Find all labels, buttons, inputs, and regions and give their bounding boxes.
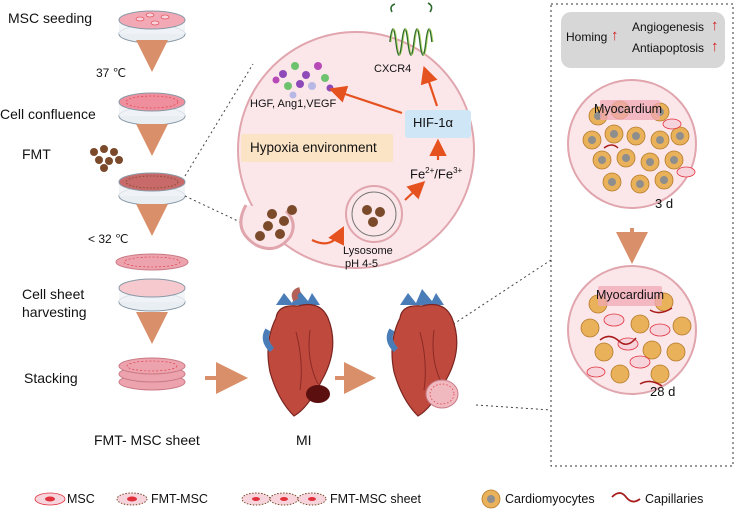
right-panel-frame [550, 3, 734, 467]
heart-treated [386, 289, 459, 417]
legend-msc-label: MSC [67, 492, 95, 506]
label-mi: MI [296, 432, 312, 448]
tissue-circle-early [567, 79, 697, 209]
zoom-lines [184, 63, 254, 223]
lysosome [345, 185, 403, 243]
label-stacking: Stacking [24, 370, 78, 386]
zoom-lines-right [448, 259, 552, 411]
effects-box [561, 12, 725, 68]
legend-fmt-msc-label: FMT-MSC [151, 492, 208, 506]
dish-seeding [118, 10, 186, 44]
tissue-circle-late [567, 265, 697, 395]
label-temp-32: < 32 ℃ [88, 232, 129, 246]
label-cell-confluence: Cell confluence [0, 106, 96, 122]
label-ph: pH 4-5 [345, 258, 379, 270]
label-factors: HGF, Ang1,VEGF [250, 98, 337, 110]
hypoxia-box [241, 134, 393, 162]
stacked-sheets [118, 357, 186, 391]
label-hif: HIF-1α [413, 115, 454, 130]
legend-capillaries-label: Capillaries [645, 492, 704, 506]
label-antiapoptosis: Antiapoptosis [632, 41, 705, 55]
label-msc-seeding: MSC seeding [8, 10, 93, 26]
label-day-28: 28 d [650, 384, 676, 399]
homing-up-arrow-icon: ↑ [611, 27, 619, 44]
label-cxcr4: CXCR4 [374, 63, 412, 75]
dish-harvest [118, 278, 186, 312]
label-myocardium-late: Myocardium [596, 288, 665, 302]
label-temp-37: 37 ℃ [96, 66, 127, 80]
dish-fmt [118, 172, 186, 206]
cell-sheet [115, 253, 189, 271]
step-arrows [136, 40, 376, 394]
fmt-nanoparticles [90, 145, 123, 172]
endocytosis-pit [239, 204, 297, 251]
heart-mi [262, 287, 334, 417]
legend-sheet-icon [241, 492, 327, 506]
label-day-3: 3 d [655, 196, 674, 211]
label-myocardium-early: Myocardium [594, 102, 663, 116]
pathway-arrows [311, 65, 447, 246]
label-lysosome: Lysosome [343, 245, 393, 257]
legend-cardiomyocytes-label: Cardiomyocytes [505, 492, 595, 506]
legend-capillary-icon [611, 492, 641, 503]
label-harvest-1: Cell sheet [22, 286, 85, 302]
legend-sheet-label: FMT-MSC sheet [330, 492, 421, 506]
label-hypoxia: Hypoxia environment [250, 140, 377, 155]
hif-box [405, 110, 471, 138]
label-homing: Homing [566, 30, 608, 44]
dish-confluence [118, 92, 186, 126]
label-harvest-2: harvesting [22, 304, 87, 320]
label-iron: Fe2+/Fe3+ [410, 166, 463, 182]
antiapoptosis-up-arrow-icon: ↑ [711, 38, 719, 55]
angiogenesis-up-arrow-icon: ↑ [711, 17, 719, 34]
legend-icons [34, 489, 641, 509]
label-sheet-caption: FMT- MSC sheet [94, 432, 200, 448]
label-angiogenesis: Angiogenesis [632, 20, 705, 34]
cxcr4-receptor [389, 2, 434, 56]
label-fmt: FMT [22, 146, 51, 162]
